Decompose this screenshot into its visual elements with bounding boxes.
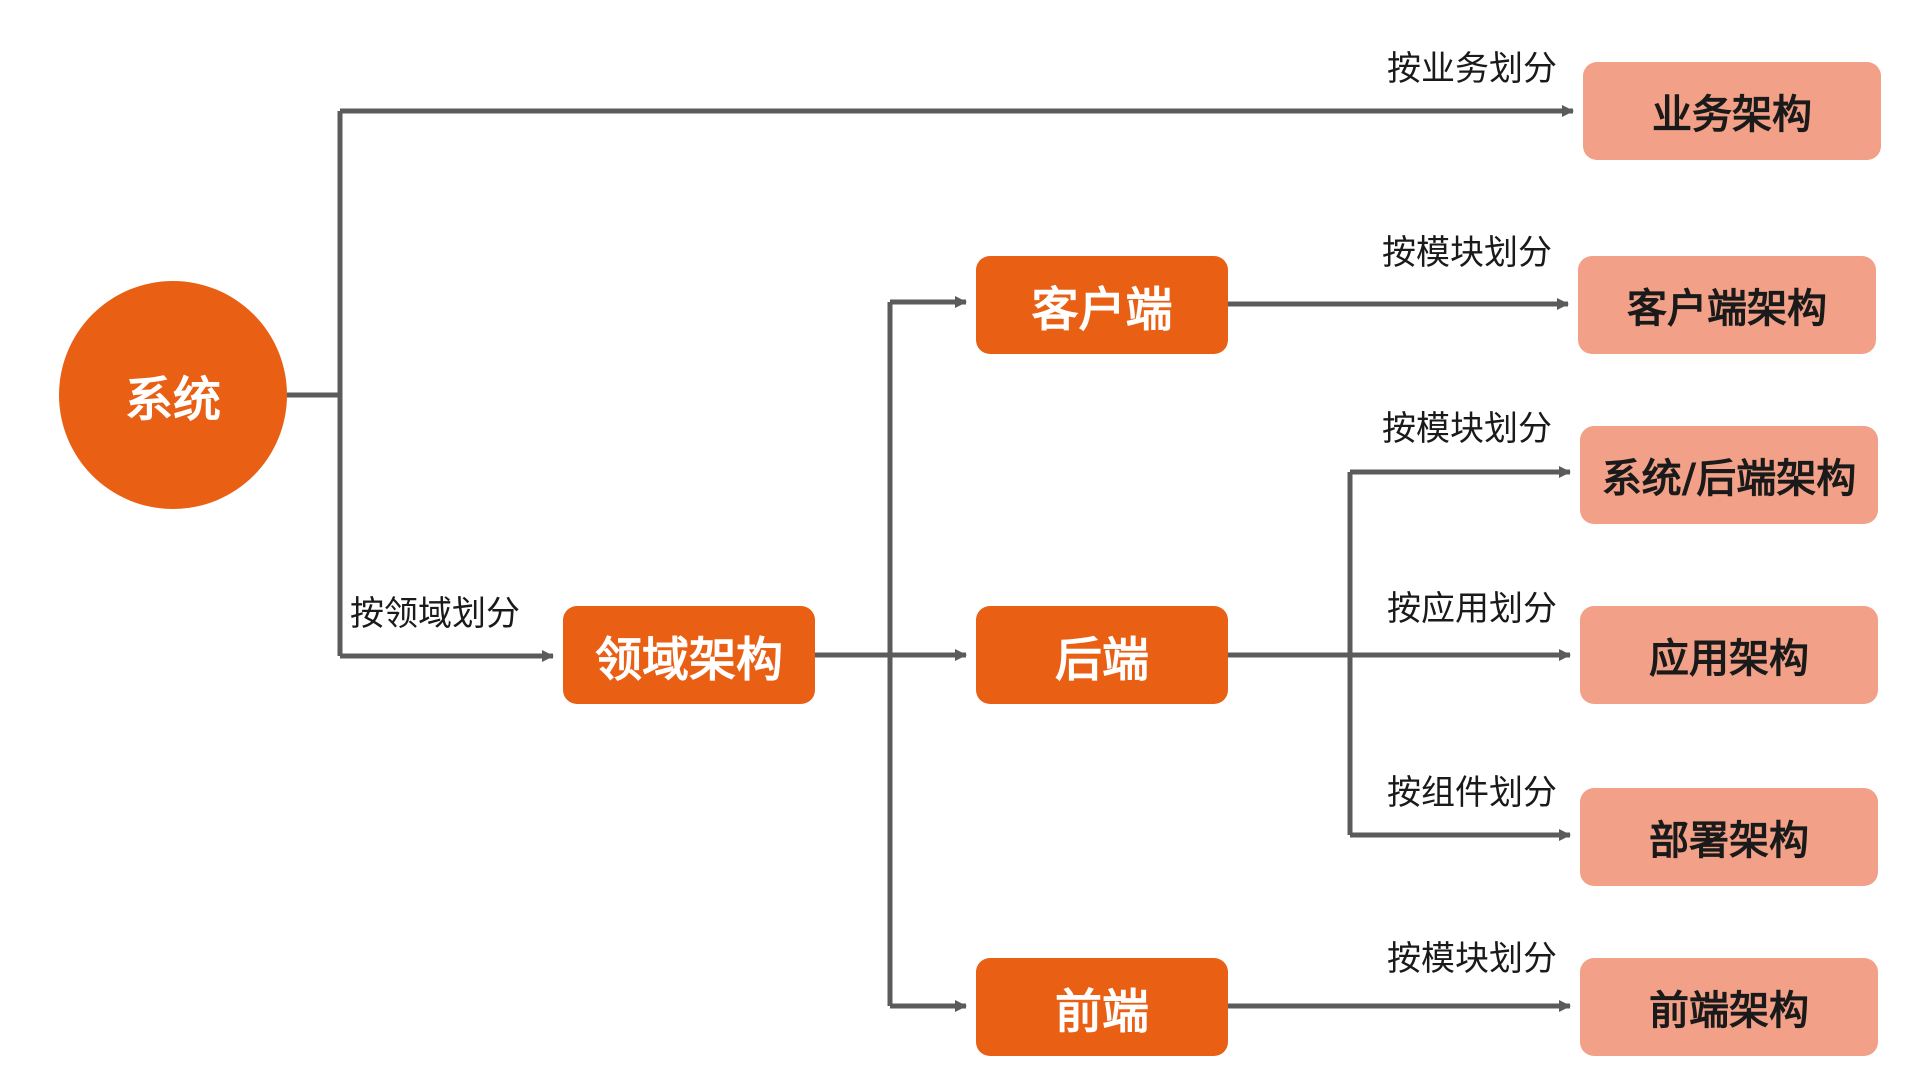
edge-label-client-by-module: 按模块划分 [1382,233,1552,273]
business-architecture-node: 业务架构 [1583,62,1881,160]
edge-label-by-domain: 按领域划分 [350,594,520,634]
frontend-architecture-node: 前端架构 [1580,958,1878,1056]
frontend-node: 前端 [976,958,1228,1056]
system-backend-architecture-node: 系统/后端架构 [1580,426,1878,524]
application-architecture-node: 应用架构 [1580,606,1878,704]
system-node: 系统 [59,281,287,509]
edge-label-backend-by-module: 按模块划分 [1382,409,1552,449]
deployment-architecture-node: 部署架构 [1580,788,1878,886]
client-architecture-node: 客户端架构 [1578,256,1876,354]
domain-architecture-node: 领域架构 [563,606,815,704]
edge-label-frontend-by-module: 按模块划分 [1387,939,1557,979]
client-node: 客户端 [976,256,1228,354]
edge-label-by-component: 按组件划分 [1387,773,1557,813]
edge-label-by-application: 按应用划分 [1387,589,1557,629]
edge-label-by-business: 按业务划分 [1387,49,1557,89]
backend-node: 后端 [976,606,1228,704]
